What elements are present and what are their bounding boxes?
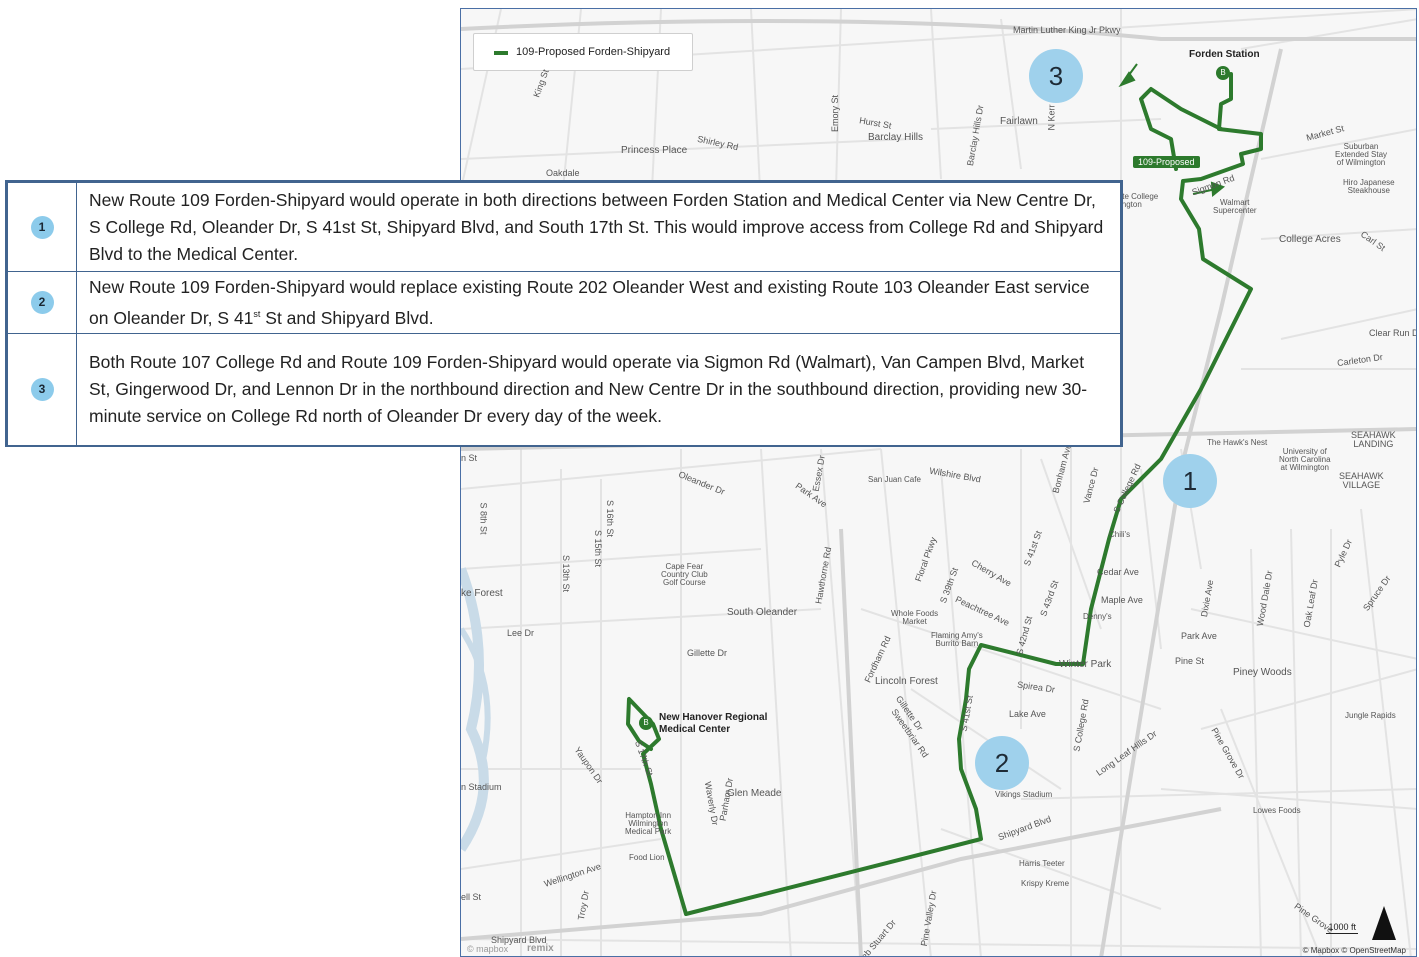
poi-hawks-nest: The Hawk's Nest [1207,438,1268,447]
note-text-2: New Route 109 Forden-Shipyard would repl… [76,271,1121,334]
place-label: Fairlawn [1000,116,1038,127]
mapbox-logo[interactable]: © mapbox [467,944,509,954]
callout-1: 1 [1163,454,1217,508]
poi-san-juan: San Juan Cafe [868,475,921,484]
street-label: Gillette Dr [687,648,728,658]
street-label: S 8th St [478,502,489,535]
bus-station-icon: B [639,716,653,730]
note-row: 3 Both Route 107 College Rd and Route 10… [7,333,1121,446]
poi-harris-teeter: Harris Teeter [1019,859,1065,868]
note-badge-2: 2 [30,291,54,314]
remix-logo[interactable]: remix [527,943,554,954]
place-label: Piney Woods [1233,667,1292,678]
poi-lowes-foods: Lowes Foods [1253,806,1301,815]
poi-dennys: Denny's [1083,612,1112,621]
place-label: Lincoln Forest [875,676,938,687]
map-base [461,9,1416,956]
street-label: Pine St [1175,656,1205,666]
place-label: South Oleander [727,607,798,618]
route-map[interactable]: 109-Proposed Forden-Shipyard B Forden St… [460,8,1417,957]
street-label: Maple Ave [1101,595,1143,605]
street-label: Shipyard Blvd [491,935,547,945]
station-medical-1: New Hanover Regional [659,712,768,723]
street-label: Lake Ave [1009,709,1046,719]
street-label: Clear Run Dr [1369,328,1417,338]
note-text-3: Both Route 107 College Rd and Route 109 … [76,333,1121,446]
street-label: Oakdale [546,168,580,178]
street-label: N Kerr [1046,104,1057,131]
place-label: Winter Park [1059,659,1112,670]
street-label: Emory St [830,94,841,133]
place-label: ell St [461,892,482,902]
place-label: n Stadium [461,782,502,792]
route-tag: 109-Proposed [1133,156,1200,168]
station-medical-2: Medical Center [659,724,731,735]
poi-jungle-rapids: Jungle Rapids [1345,711,1396,720]
street-label: Cedar Ave [1097,567,1139,577]
map-attribution[interactable]: © Mapbox © OpenStreetMap [1302,946,1406,955]
legend-route-swatch [494,51,508,55]
place-label: Princess Place [621,145,688,156]
street-label: S 16th St [605,499,616,538]
map-scale-bar: 1000 ft [1326,922,1358,934]
map-legend: 109-Proposed Forden-Shipyard [473,33,693,71]
note-text-1: New Route 109 Forden-Shipyard would oper… [76,182,1121,272]
poi-vikings-stadium: Vikings Stadium [995,790,1053,799]
street-label: S 13th St [561,554,572,593]
note-row: 1 New Route 109 Forden-Shipyard would op… [7,182,1121,272]
station-forden: Forden Station [1189,49,1260,60]
place-label: Barclay Hills [868,132,924,143]
place-label: Glen Meade [727,788,782,799]
poi-krispy-kreme: Krispy Kreme [1021,879,1070,888]
street-label: Park Ave [1181,631,1217,641]
poi-food-lion: Food Lion [629,853,665,862]
poi-chilis: Chili's [1109,530,1131,539]
note-badge-1: 1 [30,215,54,239]
note-badge-3: 3 [30,378,54,401]
note-row: 2 New Route 109 Forden-Shipyard would re… [7,271,1121,334]
north-arrow-icon [1372,906,1396,940]
place-label: n St [461,453,478,463]
route-notes-table: 1 New Route 109 Forden-Shipyard would op… [5,180,1123,447]
place-label: ke Forest [461,588,503,599]
street-label: Lee Dr [507,628,535,638]
street-label: S 15th St [593,529,604,568]
place-label: College Acres [1279,234,1341,245]
legend-route-label: 109-Proposed Forden-Shipyard [516,46,671,58]
callout-3: 3 [1029,49,1083,103]
callout-2: 2 [975,736,1029,790]
bus-station-icon: B [1216,66,1230,80]
street-label: Martin Luther King Jr Pkwy [1013,25,1121,35]
